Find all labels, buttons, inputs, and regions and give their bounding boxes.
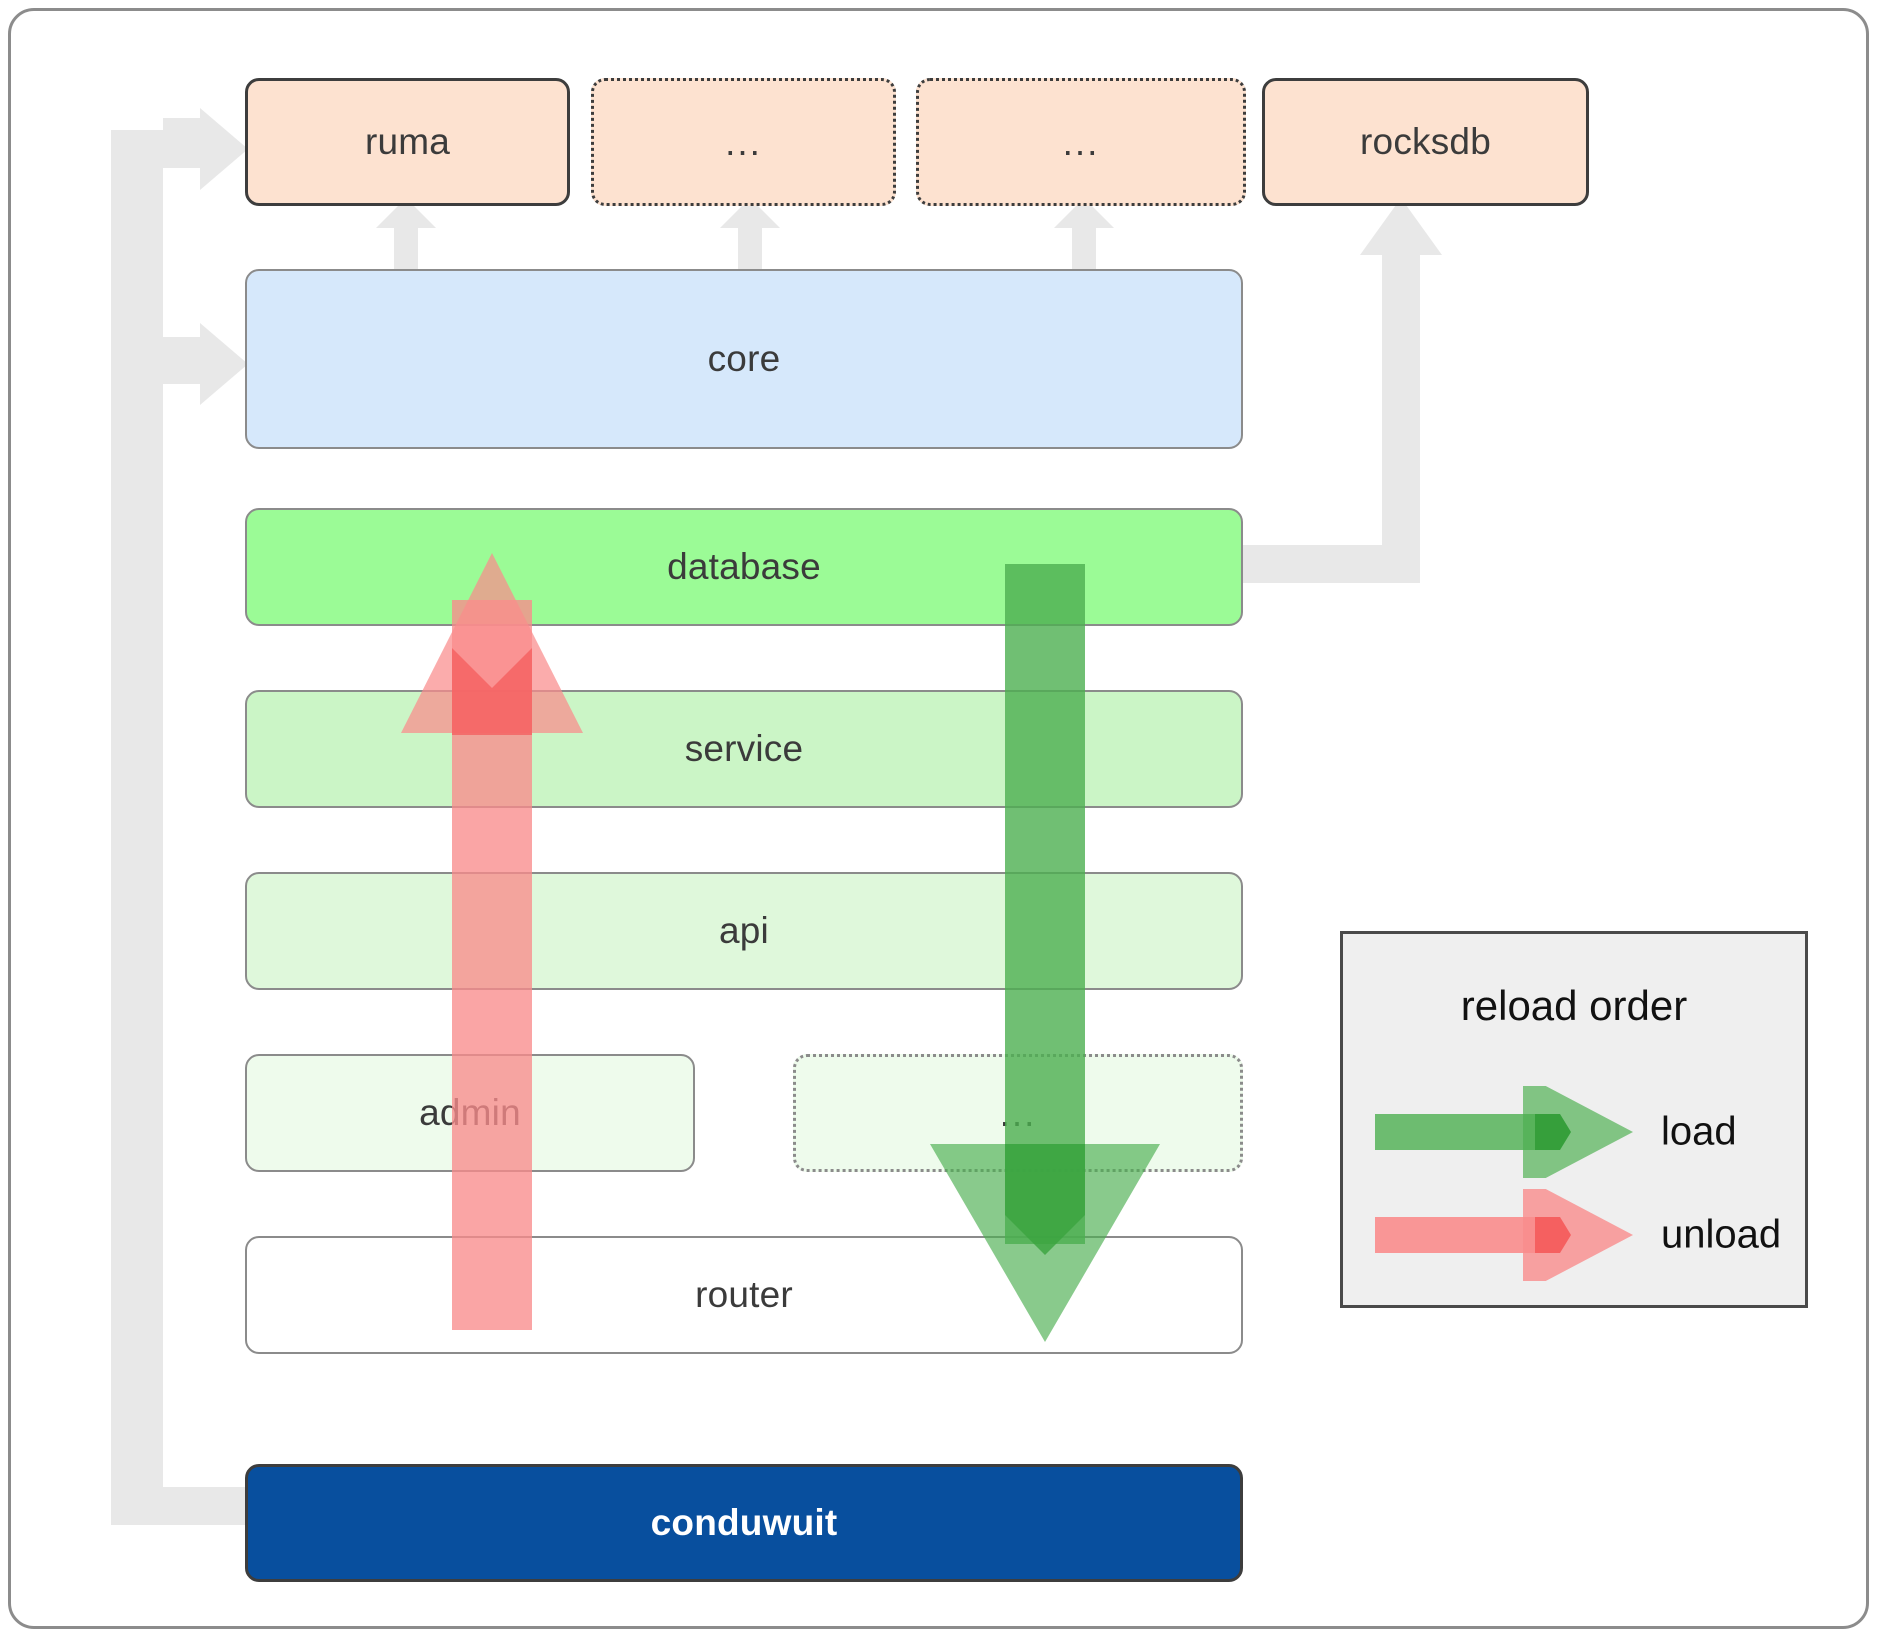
legend-title: reload order bbox=[1460, 982, 1688, 1029]
layer-label-ellipsis-api: ... bbox=[999, 1092, 1037, 1134]
legend-label-load: load bbox=[1661, 1109, 1737, 1154]
crate-box-rocksdb[interactable]: rocksdb bbox=[1262, 78, 1589, 206]
crate-box-ellipsis-1[interactable]: ... bbox=[591, 78, 896, 206]
crate-label-ruma: ruma bbox=[364, 121, 451, 162]
crate-label-ellipsis-1: ... bbox=[725, 121, 762, 163]
layer-box-router[interactable]: router bbox=[245, 1236, 1243, 1354]
layer-box-admin[interactable]: admin bbox=[245, 1054, 695, 1172]
crate-box-ellipsis-2[interactable]: ... bbox=[916, 78, 1246, 206]
layer-box-core[interactable]: core bbox=[245, 269, 1243, 449]
legend-row-load: load bbox=[1343, 1086, 1805, 1178]
layer-box-api[interactable]: api bbox=[245, 872, 1243, 990]
layer-box-service[interactable]: service bbox=[245, 690, 1243, 808]
layer-label-core: core bbox=[707, 338, 781, 379]
legend-row-unload: unload bbox=[1343, 1189, 1805, 1281]
layer-label-admin: admin bbox=[419, 1092, 521, 1133]
legend-arrow-load-icon bbox=[1375, 1086, 1633, 1178]
legend-panel: reload order load unload bbox=[1340, 931, 1808, 1308]
root-label-conduwuit: conduwuit bbox=[650, 1502, 838, 1543]
legend-arrow-unload-icon bbox=[1375, 1189, 1633, 1281]
layer-label-api: api bbox=[719, 910, 769, 951]
layer-label-database: database bbox=[667, 546, 821, 587]
crate-label-rocksdb: rocksdb bbox=[1360, 121, 1491, 162]
layer-box-database[interactable]: database bbox=[245, 508, 1243, 626]
layer-box-ellipsis-api[interactable]: ... bbox=[793, 1054, 1243, 1172]
layer-label-router: router bbox=[695, 1274, 793, 1315]
legend-label-unload: unload bbox=[1661, 1212, 1782, 1257]
crate-box-ruma[interactable]: ruma bbox=[245, 78, 570, 206]
root-box-conduwuit[interactable]: conduwuit bbox=[245, 1464, 1243, 1582]
crate-label-ellipsis-2: ... bbox=[1062, 121, 1100, 163]
diagram-frame bbox=[8, 8, 1869, 1629]
layer-label-service: service bbox=[684, 728, 804, 769]
